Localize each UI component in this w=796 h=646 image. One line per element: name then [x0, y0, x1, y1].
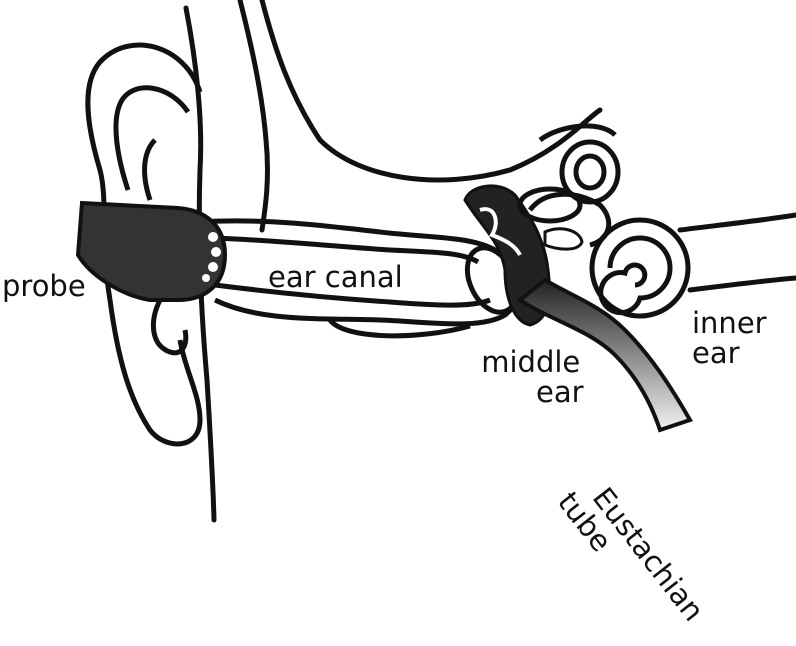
label-inner-ear: inner ear	[692, 308, 767, 368]
inner-ear	[517, 123, 691, 319]
label-middle-ear: middle ear	[478, 345, 584, 409]
eustachian-tube-shape	[516, 277, 693, 433]
label-probe-text: probe	[2, 269, 86, 303]
ear-drawing	[75, 0, 796, 523]
label-middle-ear-line2: ear	[536, 375, 584, 409]
probe-device	[75, 200, 228, 302]
label-ear-canal: ear canal	[268, 262, 403, 292]
label-ear-canal-text: ear canal	[268, 260, 403, 294]
middle-ear-cavity	[463, 184, 584, 327]
label-inner-ear-line2: ear	[692, 336, 740, 370]
label-probe: probe	[2, 271, 86, 301]
label-inner-ear-line1: inner	[692, 306, 767, 340]
ear-anatomy-diagram: probe ear canal middle ear inner ear Eus…	[2, 0, 796, 628]
label-middle-ear-line1: middle	[481, 345, 581, 379]
